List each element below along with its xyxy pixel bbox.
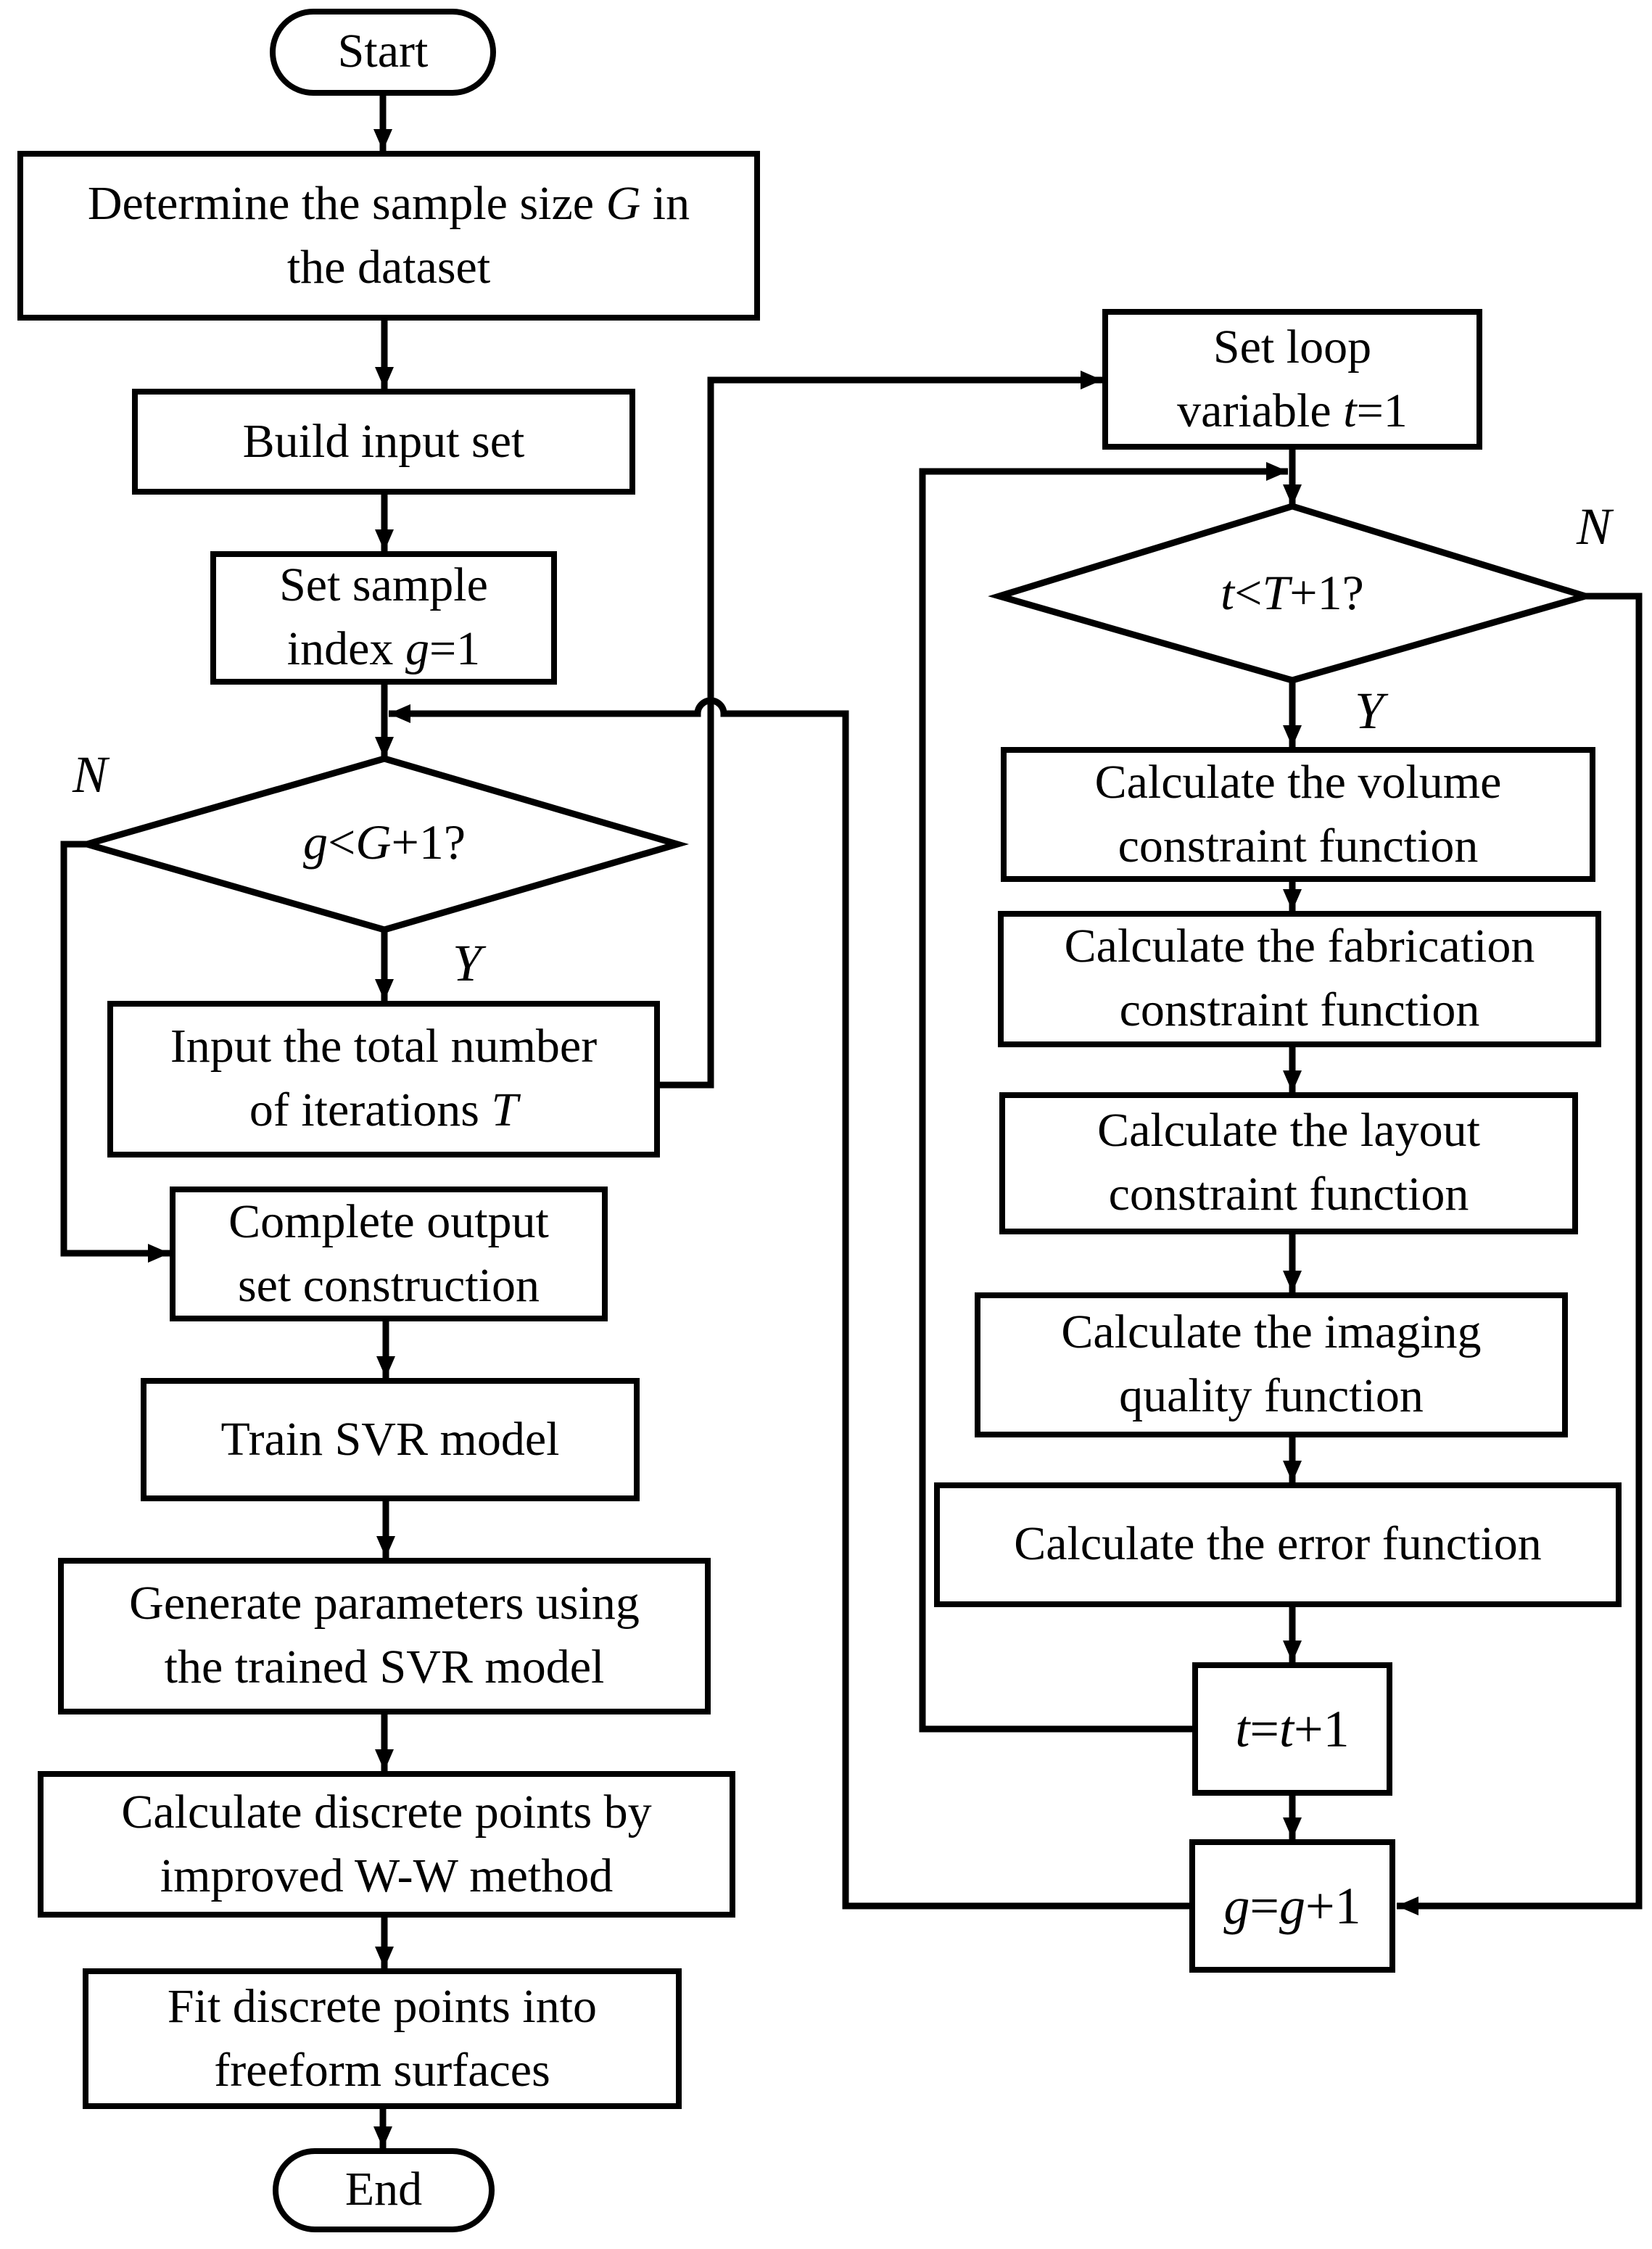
node-text-line: improved W-W method	[160, 1850, 614, 1902]
node-text-line: Fit discrete points into	[167, 1981, 598, 2033]
node-text-line: constraint function	[1108, 1169, 1469, 1221]
node-text-line: freeform surfaces	[214, 2044, 550, 2097]
node-text-line: Set loop	[1213, 321, 1372, 374]
branch-label-t-yes: Y	[1354, 682, 1384, 740]
node-text-line: Set sample	[279, 560, 488, 612]
node-layout-constraint: Calculate the layout constraint function	[999, 1092, 1578, 1234]
node-g-increment: g=g+1	[1189, 1839, 1395, 1973]
node-set-sample-index: Set sample index g=1	[210, 551, 557, 685]
node-text-line: the dataset	[286, 242, 491, 294]
node-text-line: constraint function	[1118, 820, 1479, 872]
node-text-line: g=g+1	[1223, 1877, 1361, 1935]
branch-label-t-no: N	[1576, 498, 1611, 556]
node-text-line: Calculate the imaging	[1061, 1307, 1482, 1359]
node-text-line: constraint function	[1119, 985, 1480, 1037]
node-text-line: quality function	[1119, 1371, 1424, 1423]
node-text-line: variable t=1	[1177, 385, 1408, 437]
node-t-increment: t=t+1	[1192, 1662, 1392, 1796]
node-text-line: the trained SVR model	[164, 1642, 605, 1694]
decision-label-g: g<G+1?	[302, 817, 466, 870]
branch-label-g-no: N	[72, 746, 107, 804]
node-train-svr-model: Train SVR model	[141, 1378, 640, 1501]
node-set-loop-variable: Set loop variable t=1	[1102, 309, 1482, 450]
node-end: End	[273, 2148, 495, 2232]
node-text-line: Generate parameters using	[129, 1578, 640, 1630]
decision-label-t: t<T+1?	[1221, 567, 1364, 621]
node-text-line: Build input set	[242, 416, 525, 468]
edge-tincrement-return-loop	[919, 462, 1288, 1733]
node-start: Start	[270, 9, 496, 96]
node-fit-freeform-surfaces: Fit discrete points into freeform surfac…	[83, 1968, 682, 2109]
node-imaging-quality: Calculate the imaging quality function	[975, 1292, 1568, 1437]
node-input-total-iterations: Input the total number of iterations T	[107, 1001, 660, 1157]
node-text-line: Calculate discrete points by	[121, 1786, 652, 1839]
node-text-line: Input the total number	[170, 1021, 598, 1073]
edge-tdecision-no	[1397, 593, 1643, 1915]
node-text-line: of iterations T	[249, 1085, 519, 1137]
node-complete-output-set: Complete output set construction	[170, 1187, 608, 1321]
node-fabrication-constraint: Calculate the fabrication constraint fun…	[998, 911, 1601, 1047]
node-text-line: t=t+1	[1235, 1700, 1350, 1758]
node-text-line: Start	[337, 26, 429, 78]
node-volume-constraint: Calculate the volume constraint function	[1001, 747, 1595, 882]
node-text-line: Train SVR model	[220, 1414, 560, 1466]
edge-inputT-to-setloop	[660, 371, 1102, 1089]
edge-gdecision-no	[60, 841, 170, 1263]
node-text-line: End	[344, 2164, 423, 2216]
node-determine-sample-size: Determine the sample size G in the datas…	[17, 151, 760, 321]
node-text-line: Calculate the volume	[1094, 756, 1502, 809]
node-calculate-discrete-points: Calculate discrete points by improved W-…	[38, 1771, 735, 1918]
branch-label-g-yes: Y	[452, 934, 482, 992]
node-text-line: Calculate the error function	[1014, 1519, 1542, 1571]
node-text-line: Determine the sample size G in	[87, 178, 690, 230]
node-generate-parameters: Generate parameters using the trained SV…	[58, 1558, 711, 1714]
node-text-line: Calculate the fabrication	[1064, 921, 1535, 973]
node-text-line: Complete output	[228, 1196, 549, 1248]
node-text-line: index g=1	[286, 624, 481, 676]
node-error-function: Calculate the error function	[934, 1482, 1622, 1607]
node-text-line: Calculate the layout	[1097, 1105, 1480, 1157]
node-build-input-set: Build input set	[132, 389, 635, 495]
node-text-line: set construction	[237, 1260, 540, 1312]
